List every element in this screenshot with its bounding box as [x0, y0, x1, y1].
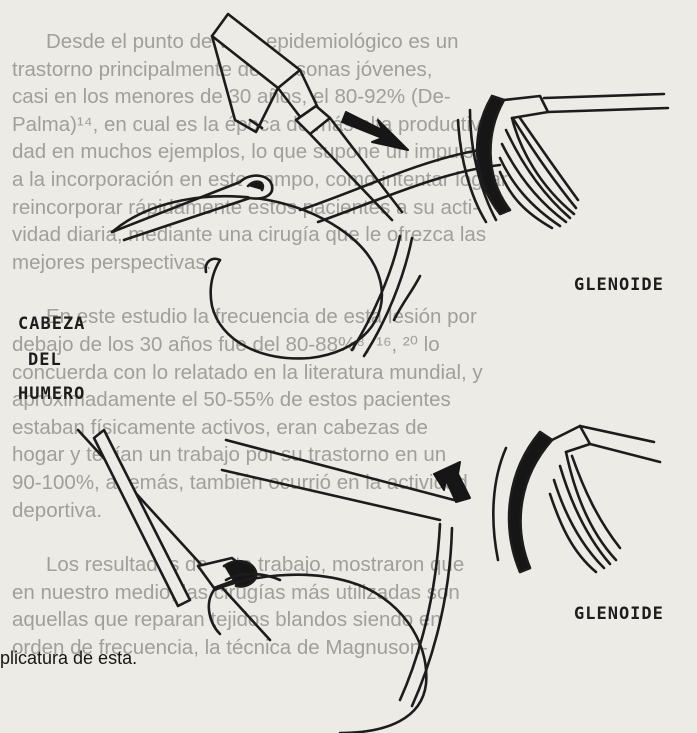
label-glenoide-bottom: GLENOIDE [574, 604, 664, 624]
lower-glenoid [493, 426, 660, 572]
upper-glenoid [458, 94, 668, 228]
upper-humeral-head [112, 176, 382, 359]
upper-instrument [212, 14, 402, 220]
label-cabeza: CABEZA [18, 314, 85, 334]
label-glenoide-top: GLENOIDE [574, 275, 664, 295]
lower-instrument [94, 430, 454, 606]
figure-caption: plicatura de esta. [0, 648, 137, 669]
lower-humeral-head [209, 524, 452, 733]
upper-capsule [300, 150, 500, 356]
label-humero: HUMERO [18, 384, 85, 404]
upper-direction-arrow [342, 112, 408, 150]
label-del: DEL [28, 350, 62, 370]
